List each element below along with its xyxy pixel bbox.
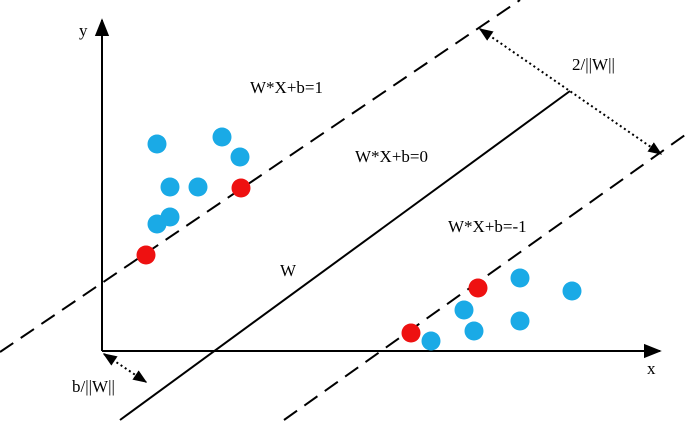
class-b-cluster <box>401 268 582 351</box>
class-a-cluster <box>136 127 251 265</box>
decision-boundary-label: W*X+b=0 <box>355 147 428 166</box>
class-b-point <box>510 311 530 331</box>
support-vector-point <box>401 323 421 343</box>
class-b-point <box>510 268 530 288</box>
negative-margin-line <box>283 134 685 421</box>
dimension-arrows <box>102 28 663 383</box>
support-vector-point <box>468 278 488 298</box>
class-a-point <box>160 177 180 197</box>
decision-boundary-line <box>119 90 571 421</box>
margin-width-label: 2/||W|| <box>572 55 615 74</box>
class-b-point <box>464 321 484 341</box>
class-b-point <box>562 281 582 301</box>
offset-arrow <box>102 353 148 383</box>
class-a-point <box>212 127 232 147</box>
class-a-point <box>147 134 167 154</box>
class-a-point <box>188 177 208 197</box>
y-axis-label: y <box>79 21 88 40</box>
offset-label: b/||W|| <box>72 377 115 396</box>
support-vector-point <box>136 245 156 265</box>
positive-margin-label: W*X+b=1 <box>250 78 323 97</box>
class-b-point <box>454 300 474 320</box>
annotations: W*X+b=1 W*X+b=0 W*X+b=-1 2/||W|| W b/||W… <box>72 55 615 396</box>
class-a-point <box>230 147 250 167</box>
x-axis-label: x <box>647 359 656 378</box>
positive-margin-line <box>0 0 521 353</box>
class-b-point <box>421 331 441 351</box>
class-a-point <box>147 214 167 234</box>
margin-width-arrow <box>478 28 663 155</box>
support-vector-point <box>231 178 251 198</box>
negative-margin-label: W*X+b=-1 <box>448 217 527 236</box>
weight-vector-label: W <box>280 261 297 280</box>
axes: y x <box>79 18 662 378</box>
